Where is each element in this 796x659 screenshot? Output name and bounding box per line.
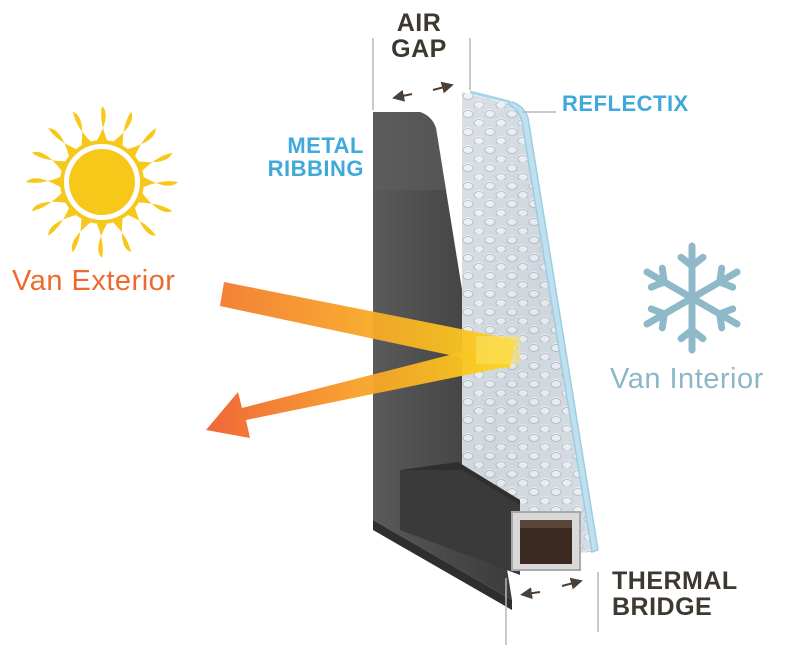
- snowflake-arm: [688, 268, 741, 302]
- sun-ray: [31, 193, 66, 212]
- heat-arrow-reflected: [206, 342, 510, 438]
- sun-ray: [143, 176, 178, 188]
- van-interior-label: Van Interior: [610, 363, 764, 395]
- sun-ray: [113, 218, 132, 253]
- van-exterior-label: Van Exterior: [12, 265, 176, 297]
- reflectix-panel: [462, 90, 599, 556]
- snowflake-arm: [643, 294, 696, 328]
- sun-ray: [96, 106, 108, 141]
- metal-ribbing-label-line2: RIBBING: [267, 156, 364, 182]
- snowflake-icon: [643, 242, 741, 354]
- sun-ray: [72, 111, 91, 146]
- snowflake-branch: [677, 253, 696, 270]
- sun-ray: [48, 128, 77, 157]
- sun-ray: [127, 207, 156, 236]
- sun-core: [69, 149, 135, 215]
- thermal-bridge-arrows: [520, 577, 583, 600]
- reflection-point: [476, 336, 520, 364]
- metal-ribbing-label-line1: METAL: [287, 133, 364, 158]
- air-gap-label-line2: GAP: [391, 35, 447, 64]
- air-gap-arrows: [392, 81, 454, 102]
- snowflake-branch: [716, 264, 726, 286]
- thermal-bridge-rail: [400, 462, 581, 575]
- sun-ray: [127, 128, 156, 157]
- metal-ribbing-label: METAL RIBBING: [264, 134, 364, 180]
- thermal-bridge-label-line2: BRIDGE: [612, 593, 713, 622]
- heat-arrow-incoming: [220, 282, 516, 368]
- sun-ray: [138, 193, 173, 213]
- sun-ray: [71, 218, 91, 253]
- sun-ray: [96, 223, 108, 258]
- air-gap-label: AIR GAP: [384, 10, 454, 63]
- sun-ray: [26, 176, 61, 188]
- snowflake-branch: [688, 326, 707, 343]
- sun-icon: [26, 106, 178, 258]
- sun-ray: [113, 111, 133, 146]
- thermal-bridge-label-line1: THERMAL: [612, 567, 738, 595]
- sun-ray: [138, 152, 173, 171]
- snowflake-arm: [643, 268, 696, 302]
- thermal-bridge-label: THERMAL BRIDGE: [612, 568, 738, 621]
- sun-ray: [31, 151, 66, 171]
- thermal-bridge-markers: [505, 572, 599, 645]
- snowflake-branch: [658, 310, 668, 332]
- sun-ray: [48, 207, 77, 236]
- air-gap-markers: [372, 38, 471, 110]
- air-gap-label-line1: AIR: [396, 9, 442, 37]
- snowflake-branch: [647, 278, 668, 291]
- snowflake-branch: [716, 305, 737, 318]
- reflectix-label: REFLECTIX: [562, 91, 689, 116]
- snowflake-arm: [688, 294, 741, 328]
